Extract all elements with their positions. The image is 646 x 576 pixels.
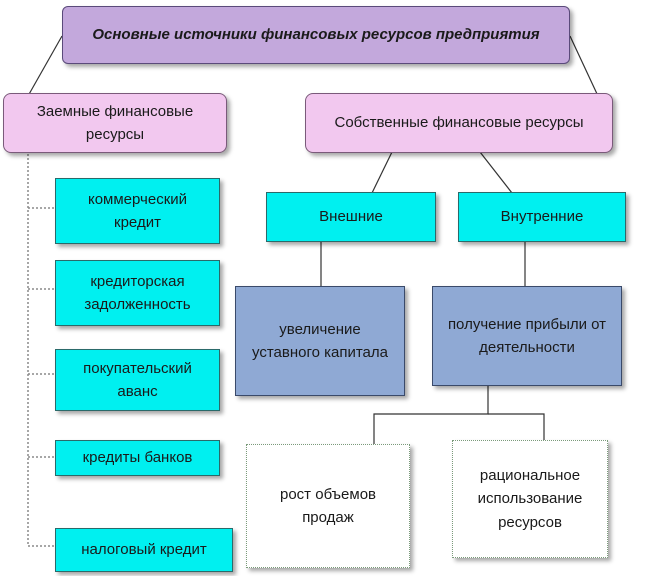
internal-sources-node: Внутренние — [458, 192, 626, 242]
borrowed-item-accounts-payable: кредиторская задолженность — [55, 260, 220, 326]
external-child-capital-increase: увеличение уставного капитала — [235, 286, 405, 396]
borrowed-item-customer-advance: покупательский аванс — [55, 349, 220, 411]
own-resources-node: Собственные финансовые ресурсы — [305, 93, 613, 153]
profit-child-resource-use: рациональное использование ресурсов — [452, 440, 608, 558]
borrowed-item-commercial-credit: коммерческий кредит — [55, 178, 220, 244]
internal-child-profit: получение прибыли от деятельности — [432, 286, 622, 386]
borrowed-resources-node: Заемные финансовые ресурсы — [3, 93, 227, 153]
borrowed-item-bank-loans: кредиты банков — [55, 440, 220, 476]
diagram-title: Основные источники финансовых ресурсов п… — [62, 6, 570, 64]
external-sources-node: Внешние — [266, 192, 436, 242]
borrowed-item-tax-credit: налоговый кредит — [55, 528, 233, 572]
profit-child-sales-growth: рост объемов продаж — [246, 444, 410, 568]
